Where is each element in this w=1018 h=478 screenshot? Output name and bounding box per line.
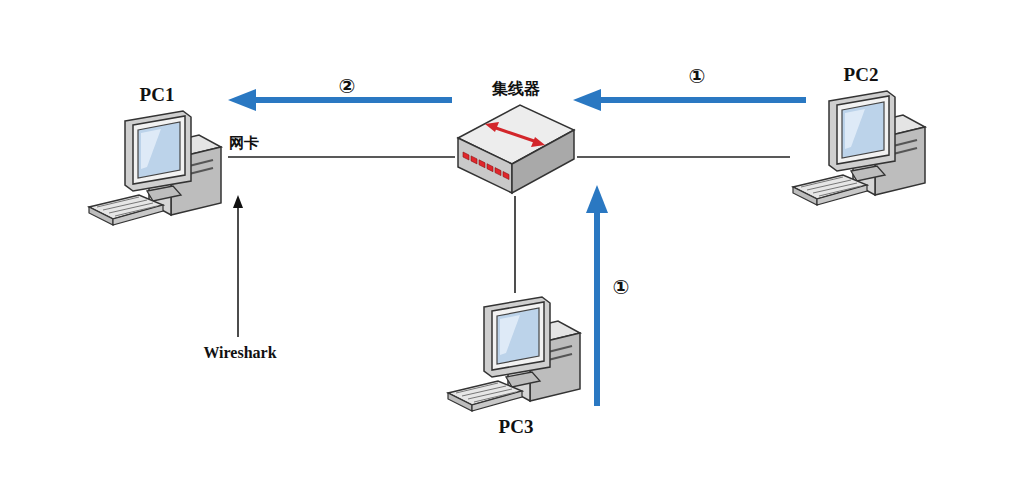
- computer-node: PC3: [445, 293, 587, 439]
- computer-node: PC2: [790, 63, 932, 209]
- computer-icon: [791, 87, 931, 209]
- computer-node: PC1: [86, 83, 228, 229]
- tool-label: Wireshark: [203, 344, 276, 362]
- callout-number: ①: [613, 275, 630, 299]
- network-cable: [228, 157, 455, 158]
- computer-icon: [87, 107, 227, 229]
- network-cable: [515, 196, 516, 293]
- device-label: PC1: [138, 83, 177, 107]
- callout-number: ②: [339, 74, 356, 98]
- device-label: 集线器: [490, 78, 542, 100]
- callout-number: ①: [689, 64, 706, 88]
- hub-icon: [455, 100, 577, 196]
- device-label: PC2: [842, 63, 881, 87]
- nic-label: 网卡: [229, 134, 259, 153]
- device-label: PC3: [497, 415, 536, 439]
- network-cable: [577, 157, 790, 158]
- hub-node: 集线器: [455, 78, 577, 196]
- computer-icon: [446, 293, 586, 415]
